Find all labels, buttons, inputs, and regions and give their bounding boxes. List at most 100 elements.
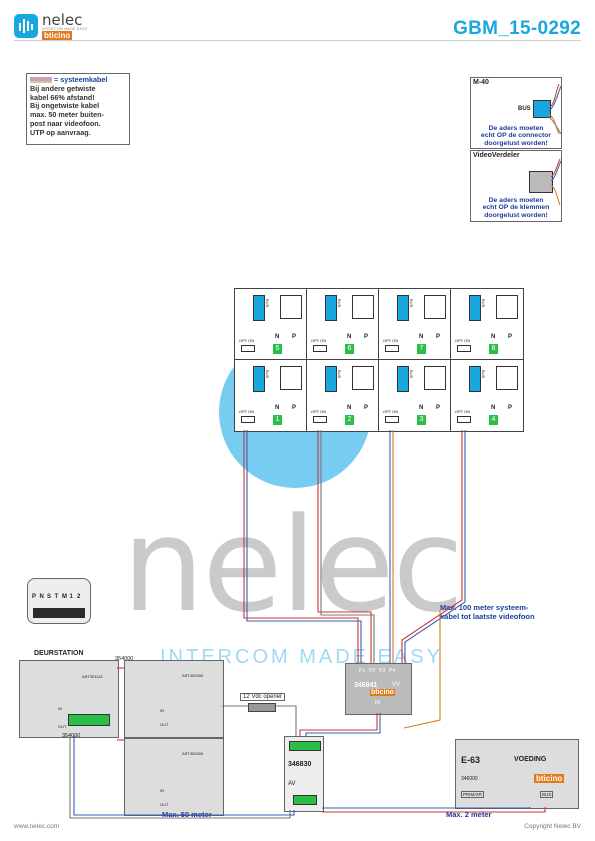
max50-note: Max. 50 meter [162, 810, 212, 819]
videofoon-screen-icon [280, 295, 302, 319]
videofoon-bus-label: BUS [265, 299, 270, 308]
videofoon-switch [385, 345, 399, 352]
videofoon-number: 7 [417, 344, 426, 354]
videofoon-bus-label: BUS [481, 299, 486, 308]
videofoon-switch [457, 345, 471, 352]
videofoon-p-label: P [436, 334, 441, 340]
terminal-label: M [62, 594, 67, 600]
videofoon-off-on: OFF ON [239, 338, 255, 343]
distributor-vv: VV [392, 682, 401, 688]
power-supply: E-63 VOEDING bticino 346000 PRIMAIR BUS [455, 739, 579, 809]
videofoon-n-label: N [491, 405, 496, 411]
videofoon-number: 3 [417, 415, 426, 425]
deurstation-module-code-bottom: 354000 [62, 733, 81, 739]
videofoon-number: 4 [489, 415, 498, 425]
videofoon-p-label: P [508, 405, 513, 411]
videofoon-p-label: P [292, 334, 297, 340]
videofoon-number: 5 [273, 344, 282, 354]
videofoon-n-label: N [419, 405, 424, 411]
m40-title: M-40 [473, 79, 489, 86]
expansion-bottom-out: OUT [160, 802, 169, 807]
videoverdeler-terminal-icon [529, 171, 553, 193]
relay-bottom-terminals [293, 795, 317, 805]
videoverdeler-note: De aders moeten echt OP de klemmen doorg… [473, 197, 559, 219]
videofoon-connector [325, 366, 337, 392]
deurstation-out-label: OUT [58, 724, 67, 729]
videofoon-bus-label: BUS [337, 370, 342, 379]
wire-opener-right [274, 705, 297, 736]
videofoon-bus-label: BUS [481, 370, 486, 379]
m40-note: De aders moeten echt OP de connector doo… [473, 125, 559, 147]
videofoon-number: 1 [273, 415, 282, 425]
expansion-top-in: IN [160, 708, 164, 713]
videofoon-1: BUS OFF ON N P 5 [235, 289, 307, 360]
nelec-logo-icon [14, 14, 38, 38]
watermark-word: nelec [122, 489, 464, 641]
expansion-top-part: ART352000 [182, 673, 204, 678]
power-bus: BUS [540, 791, 554, 798]
document-code: GBM_15-0292 [453, 18, 581, 39]
videofoon-connector [397, 366, 409, 392]
max100-line-1: Max. 100 meter systeem- [440, 603, 529, 612]
brand-sub: bticino [42, 31, 73, 40]
videoverdeler-panel: VideoVerdeler De aders moeten echt OP de… [470, 150, 562, 222]
wire-dist-relay-red [299, 713, 378, 736]
relay-terminals [289, 741, 321, 751]
brand-tagline: INTERCOM MADE EASY [42, 27, 88, 31]
videofoon-p-label: P [364, 334, 369, 340]
videofoon-off-on: OFF ON [311, 338, 327, 343]
videofoon-number: 8 [489, 344, 498, 354]
legend-title-row: = systeemkabel [30, 75, 126, 85]
videofoon-number: 6 [345, 344, 354, 354]
header-divider [14, 40, 581, 41]
videofoon-p-label: P [364, 405, 369, 411]
distributor-in: IN [375, 700, 380, 706]
expansion-module-top [124, 660, 224, 738]
videofoon-n-label: N [347, 405, 352, 411]
footer-website[interactable]: www.nelec.com [14, 823, 60, 830]
videofoon-n-label: N [275, 334, 280, 340]
terminal-label: 2 [77, 594, 81, 600]
cable-legend: = systeemkabel Bij andere getwiste kabel… [26, 73, 130, 145]
videofoon-screen-icon [352, 295, 374, 319]
videofoon-p-label: P [292, 405, 297, 411]
relay-av: AV [288, 781, 296, 787]
m40-note-2: echt OP de connector [480, 132, 552, 140]
max2-note: Max. 2 meter [446, 810, 492, 819]
expansion-module-bottom [124, 738, 224, 816]
videofoon-number: 2 [345, 415, 354, 425]
videofoon-n-label: N [347, 334, 352, 340]
legend-line-4: max. 50 meter buiten- [30, 110, 104, 120]
deurstation-in-label: IN [58, 706, 62, 711]
videofoon-n-label: N [275, 405, 280, 411]
videofoon-connector [469, 295, 481, 321]
videofoon-bus-label: BUS [409, 299, 414, 308]
videofoon-connector [469, 366, 481, 392]
videofoon-off-on: OFF ON [239, 409, 255, 414]
deurstation-green-terminals [68, 714, 110, 726]
videofoon-switch [313, 416, 327, 423]
power-part: 346000 [461, 776, 478, 782]
videofoon-connector [397, 295, 409, 321]
distributor-brand: bticino [370, 689, 395, 696]
terminal-strip [33, 608, 85, 618]
videofoon-bus-label: BUS [409, 370, 414, 379]
m40-panel: M-40 BUS De aders moeten echt OP de conn… [470, 77, 562, 149]
power-code: E-63 [461, 755, 481, 765]
videofoon-screen-icon [352, 366, 374, 390]
deurstation-unit [19, 660, 119, 738]
distributor-port-p1: P1 [359, 668, 366, 674]
videofoon-off-on: OFF ON [455, 338, 471, 343]
videofoon-bus-label: BUS [337, 299, 342, 308]
opener-device [248, 703, 276, 712]
deurstation-part-a: ART351151 [82, 674, 103, 679]
videofoon-p-label: P [436, 405, 441, 411]
videofoon-n-label: N [419, 334, 424, 340]
